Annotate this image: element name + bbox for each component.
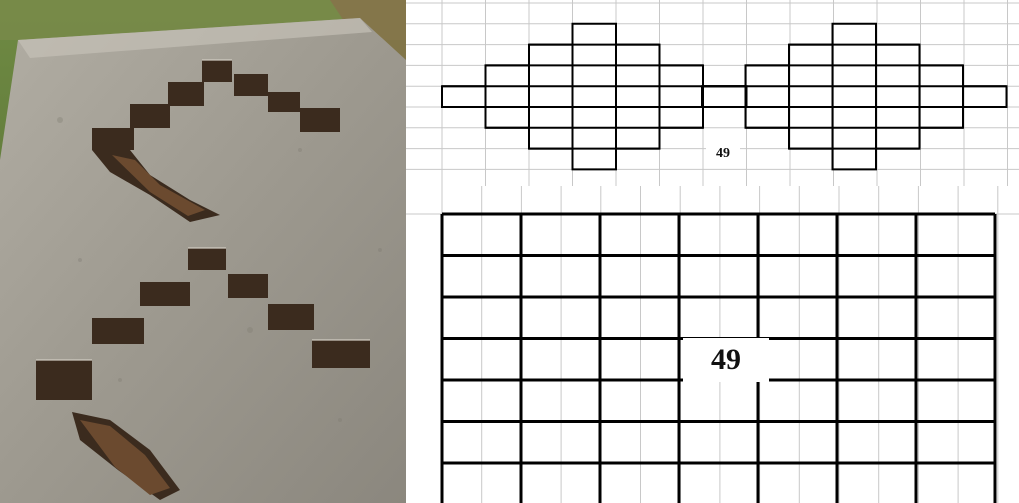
stepped-diamond-outline: [442, 24, 747, 170]
stone-slab-photo: [0, 0, 406, 503]
stepped-diamond-outline: [702, 24, 1007, 170]
area-label-large: 49: [683, 338, 769, 382]
area-label-small: 49: [706, 144, 740, 164]
